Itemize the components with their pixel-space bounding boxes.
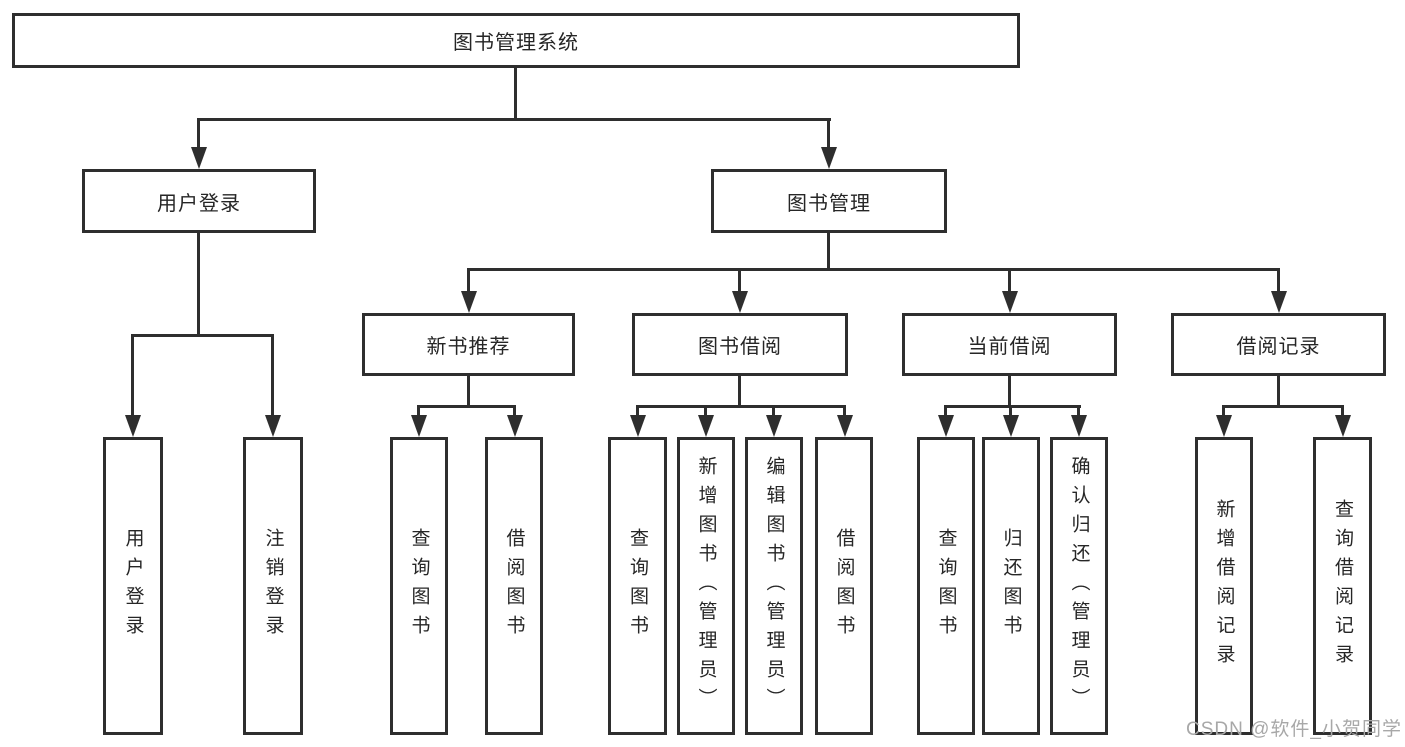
node-label: 图书管理系统 <box>453 32 579 54</box>
arrowhead-down-icon <box>938 415 954 437</box>
leaf-borrow-books: 借阅图书 <box>815 437 873 735</box>
leaf-add-borrow-record: 新增借阅记录 <box>1195 437 1253 735</box>
arrowhead-down-icon <box>766 415 782 437</box>
arrowhead-down-icon <box>837 415 853 437</box>
connector-line <box>131 334 134 417</box>
leaf-label: 借阅图书 <box>503 528 525 644</box>
connector-line <box>738 376 741 407</box>
connector-line <box>1009 405 1012 418</box>
leaf-edit-books-admin: 编辑图书（管理员） <box>745 437 803 735</box>
connector-line <box>197 118 831 121</box>
arrowhead-down-icon <box>821 147 837 169</box>
connector-line <box>131 334 274 337</box>
arrowhead-down-icon <box>732 291 748 313</box>
connector-line <box>944 405 947 418</box>
node-label: 图书借阅 <box>698 336 782 358</box>
leaf-query-borrow-record: 查询借阅记录 <box>1313 437 1372 735</box>
leaf-label: 用户登录 <box>122 528 144 644</box>
node-label: 当前借阅 <box>967 336 1052 358</box>
leaf-label: 查询图书 <box>627 528 648 644</box>
leaf-confirm-return-admin: 确认归还（管理员） <box>1050 437 1108 735</box>
leaf-label: 查询图书 <box>408 528 430 644</box>
leaf-label: 确认归还（管理员） <box>1068 455 1090 717</box>
connector-line <box>1222 405 1225 418</box>
connector-line <box>1008 376 1011 407</box>
arrowhead-down-icon <box>1071 415 1087 437</box>
leaf-user-login: 用户登录 <box>103 437 163 735</box>
connector-line <box>417 405 420 418</box>
leaf-borrow-books-recommend: 借阅图书 <box>485 437 543 735</box>
leaf-query-books-recommend: 查询图书 <box>390 437 448 735</box>
connector-line <box>944 405 1081 408</box>
arrowhead-down-icon <box>125 415 141 437</box>
arrowhead-down-icon <box>507 415 523 437</box>
connector-line <box>1277 268 1280 293</box>
connector-line <box>197 233 200 337</box>
connector-line <box>843 405 846 418</box>
watermark: CSDN @软件_小贺同学 <box>1186 719 1402 740</box>
connector-line <box>636 405 846 408</box>
connector-line <box>417 405 516 408</box>
node-book-borrowing: 图书借阅 <box>632 313 848 376</box>
arrowhead-down-icon <box>1216 415 1232 437</box>
leaf-label: 查询图书 <box>935 528 957 644</box>
connector-line <box>1277 376 1280 407</box>
connector-line <box>827 118 830 149</box>
connector-line <box>467 268 470 293</box>
leaf-label: 借阅图书 <box>833 528 855 644</box>
node-user-login: 用户登录 <box>82 169 316 233</box>
connector-line <box>772 405 775 418</box>
connector-line <box>1341 405 1344 418</box>
arrowhead-down-icon <box>1002 291 1018 313</box>
node-library-management-system: 图书管理系统 <box>12 13 1020 68</box>
arrowhead-down-icon <box>265 415 281 437</box>
node-new-book-recommend: 新书推荐 <box>362 313 575 376</box>
connector-line <box>467 268 1280 271</box>
arrowhead-down-icon <box>191 147 207 169</box>
arrowhead-down-icon <box>411 415 427 437</box>
arrowhead-down-icon <box>1335 415 1351 437</box>
leaf-query-books-current: 查询图书 <box>917 437 975 735</box>
leaf-label: 新增借阅记录 <box>1213 499 1235 673</box>
leaf-label: 归还图书 <box>1000 528 1022 644</box>
leaf-add-books-admin: 新增图书（管理员） <box>677 437 735 735</box>
connector-line <box>271 334 274 417</box>
leaf-label: 注销登录 <box>262 528 284 644</box>
connector-line <box>514 68 517 121</box>
node-current-borrowing: 当前借阅 <box>902 313 1117 376</box>
leaf-query-books-borrowing: 查询图书 <box>608 437 667 735</box>
connector-line <box>1077 405 1080 418</box>
arrowhead-down-icon <box>1271 291 1287 313</box>
leaf-logout: 注销登录 <box>243 437 303 735</box>
arrowhead-down-icon <box>698 415 714 437</box>
arrowhead-down-icon <box>461 291 477 313</box>
connector-line <box>704 405 707 418</box>
connector-line <box>636 405 639 418</box>
connector-line <box>738 268 741 293</box>
node-label: 新书推荐 <box>426 336 511 358</box>
node-label: 图书管理 <box>787 192 871 215</box>
connector-line <box>513 405 516 418</box>
connector-line <box>467 376 470 407</box>
leaf-label: 查询借阅记录 <box>1332 499 1353 673</box>
connector-line <box>1008 268 1011 293</box>
node-book-management: 图书管理 <box>711 169 947 233</box>
arrowhead-down-icon <box>630 415 646 437</box>
leaf-label: 新增图书（管理员） <box>695 455 717 717</box>
leaf-label: 编辑图书（管理员） <box>763 455 785 717</box>
connector-line <box>1222 405 1344 408</box>
node-label: 用户登录 <box>157 192 241 215</box>
node-borrowing-records: 借阅记录 <box>1171 313 1386 376</box>
arrowhead-down-icon <box>1003 415 1019 437</box>
node-label: 借阅记录 <box>1236 336 1321 358</box>
leaf-return-books: 归还图书 <box>982 437 1040 735</box>
connector-line <box>197 118 200 149</box>
connector-line <box>827 233 830 271</box>
